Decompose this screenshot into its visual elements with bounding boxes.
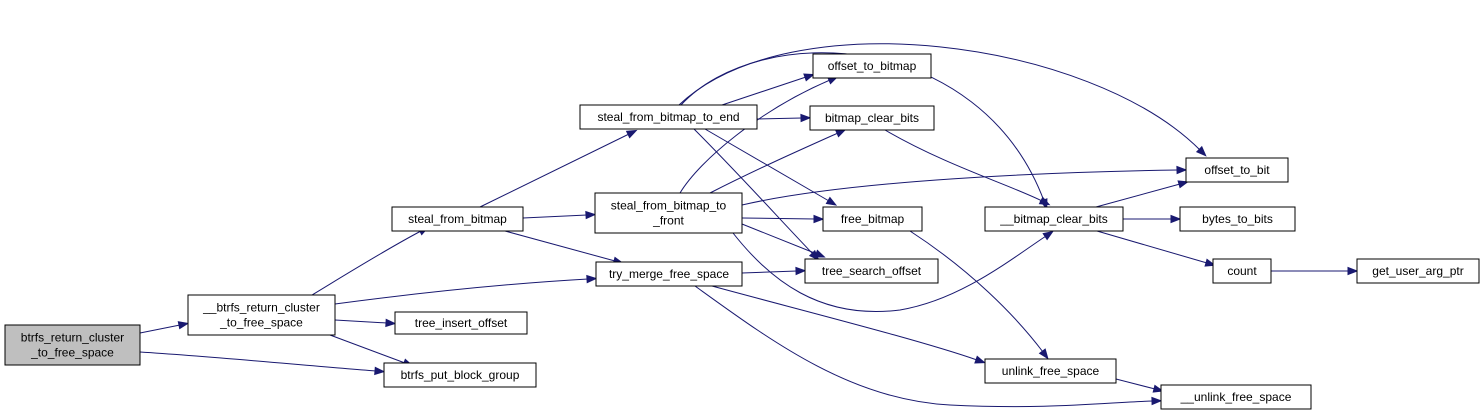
arrowhead-icon — [1151, 396, 1163, 406]
node-label: free_bitmap — [841, 212, 905, 226]
node-label: __btrfs_return_cluster — [202, 301, 320, 315]
node-btrfs-return-cluster[interactable]: __btrfs_return_cluster_to_free_space — [187, 294, 336, 336]
node-label: offset_to_bitmap — [828, 59, 917, 73]
node-bytes-to-bits[interactable]: bytes_to_bits — [1179, 206, 1296, 232]
node-label: tree_insert_offset — [415, 316, 508, 330]
node-free-bitmap[interactable]: free_bitmap — [822, 206, 923, 232]
edge-try_merge-to-unlink_free_space — [711, 285, 986, 364]
edge-steal_to_front-to-free_bitmap — [741, 214, 825, 224]
arrowhead-icon — [803, 73, 815, 82]
node-offset-to-bitmap[interactable]: offset_to_bitmap — [812, 53, 932, 79]
node-label: bytes_to_bits — [1202, 212, 1273, 226]
edge-count-to-get_user_arg_ptr — [1271, 266, 1359, 276]
edge-steal_from_bitmap-to-steal_to_front — [522, 210, 597, 220]
arrowhead-icon — [1042, 230, 1054, 241]
edge-steal_from_bitmap-to-try_merge — [504, 230, 625, 265]
arrowhead-icon — [834, 129, 847, 138]
node-label: _front — [652, 214, 684, 228]
edge-try_merge-to-tree_search_offset — [741, 266, 807, 276]
node-try-merge[interactable]: try_merge_free_space — [595, 261, 743, 287]
edge-btrfs_return_cluster-to-btrfs_put_block_group — [329, 334, 414, 367]
edge-unlink_free_space-to-__unlink_free_space — [1115, 378, 1165, 393]
edge-steal_to_front-to-offset_to_bit — [741, 165, 1188, 206]
node-label: try_merge_free_space — [609, 267, 729, 281]
edge-steal_to_end-to-bitmap_clear_bits — [756, 113, 812, 123]
node-label: count — [1227, 264, 1257, 278]
node-steal-from-bitmap[interactable]: steal_from_bitmap — [391, 206, 524, 232]
node-bitmap-clear-bits[interactable]: bitmap_clear_bits — [809, 105, 935, 131]
arrowhead-icon — [374, 366, 386, 376]
arrowhead-icon — [385, 318, 397, 328]
node-offset-to-bit[interactable]: offset_to_bit — [1185, 157, 1289, 183]
arrowhead-icon — [825, 196, 838, 206]
arrowhead-icon — [177, 321, 190, 330]
arrowhead-icon — [1038, 348, 1049, 360]
node-label: __bitmap_clear_bits — [999, 212, 1107, 226]
arrowhead-icon — [814, 249, 826, 258]
edge-try_merge-to-__unlink_free_space — [694, 285, 1163, 408]
node-label: unlink_free_space — [1002, 364, 1100, 378]
arrowhead-icon — [1347, 266, 1359, 276]
node-label: bitmap_clear_bits — [825, 111, 919, 125]
arrowhead-icon — [1177, 180, 1190, 189]
edge-btrfs_return_cluster-to-steal_from_bitmap — [311, 226, 430, 296]
edge-__bitmap_clear_bits-to-bytes_to_bits — [1123, 214, 1182, 224]
arrowhead-icon — [586, 274, 598, 284]
edge-steal_to_front-to-__bitmap_clear_bits — [732, 230, 1054, 312]
node-label: btrfs_return_cluster — [21, 331, 124, 345]
edge-steal_to_front-to-offset_to_bitmap — [679, 76, 839, 194]
node-label: steal_from_bitmap_to — [611, 199, 727, 213]
arrowhead-icon — [813, 214, 825, 224]
edge-steal_to_front-to-bitmap_clear_bits — [709, 129, 847, 194]
node-label: __unlink_free_space — [1180, 390, 1292, 404]
node-label: steal_from_bitmap — [408, 212, 507, 226]
arrowhead-icon — [585, 210, 597, 220]
arrowhead-icon — [1204, 258, 1217, 267]
node---bitmap-clear-bits[interactable]: __bitmap_clear_bits — [984, 206, 1124, 232]
edge-__bitmap_clear_bits-to-count — [1096, 230, 1217, 267]
arrowhead-icon — [1195, 145, 1207, 157]
edge-steal_to_end-to-offset_to_bitmap — [721, 73, 815, 106]
node-label: _to_free_space — [30, 346, 114, 360]
node-label: get_user_arg_ptr — [1372, 264, 1463, 278]
arrowhead-icon — [1170, 214, 1182, 224]
edge-steal_to_front-to-tree_search_offset — [741, 223, 826, 258]
edge-btrfs_return_cluster-to-try_merge — [334, 274, 598, 305]
arrowhead-icon — [795, 266, 807, 276]
node-steal-to-front[interactable]: steal_from_bitmap_to_front — [594, 192, 743, 234]
node-label: _to_free_space — [219, 316, 303, 330]
node-count[interactable]: count — [1212, 258, 1272, 284]
node-get-user-arg-ptr[interactable]: get_user_arg_ptr — [1356, 258, 1480, 284]
node-tree-insert-offset[interactable]: tree_insert_offset — [394, 311, 528, 335]
node-btrfs-put-block-group[interactable]: btrfs_put_block_group — [383, 362, 537, 388]
arrowhead-icon — [625, 129, 638, 139]
arrowhead-icon — [1176, 165, 1188, 175]
node-tree-search-offset[interactable]: tree_search_offset — [804, 258, 939, 284]
edge-steal_to_end-to-offset_to_bit — [678, 43, 1207, 157]
edge-steal_from_bitmap-to-steal_to_end — [479, 129, 638, 208]
node-label: offset_to_bit — [1204, 163, 1270, 177]
node-label: btrfs_put_block_group — [401, 368, 520, 382]
arrowhead-icon — [974, 355, 986, 364]
arrowhead-icon — [1152, 384, 1165, 393]
edge-__bitmap_clear_bits-to-offset_to_bit — [1095, 180, 1190, 208]
arrowhead-icon — [800, 113, 812, 123]
node-label: tree_search_offset — [822, 264, 922, 278]
edge-root-to-btrfs_return_cluster — [139, 321, 190, 334]
edge-free_bitmap-to-unlink_free_space — [909, 230, 1049, 360]
edge-root-to-btrfs_put_block_group — [139, 351, 386, 376]
arrowhead-icon — [1038, 196, 1051, 206]
node-steal-to-end[interactable]: steal_from_bitmap_to_end — [579, 104, 758, 130]
node-label: steal_from_bitmap_to_end — [597, 110, 739, 124]
node-root[interactable]: btrfs_return_cluster_to_free_space — [4, 324, 141, 366]
node---unlink-free-space[interactable]: __unlink_free_space — [1160, 384, 1312, 410]
edge-btrfs_return_cluster-to-tree_insert_offset — [334, 318, 397, 328]
node-unlink-free-space[interactable]: unlink_free_space — [984, 358, 1117, 384]
edge-bitmap_clear_bits-to-__bitmap_clear_bits — [884, 129, 1051, 206]
